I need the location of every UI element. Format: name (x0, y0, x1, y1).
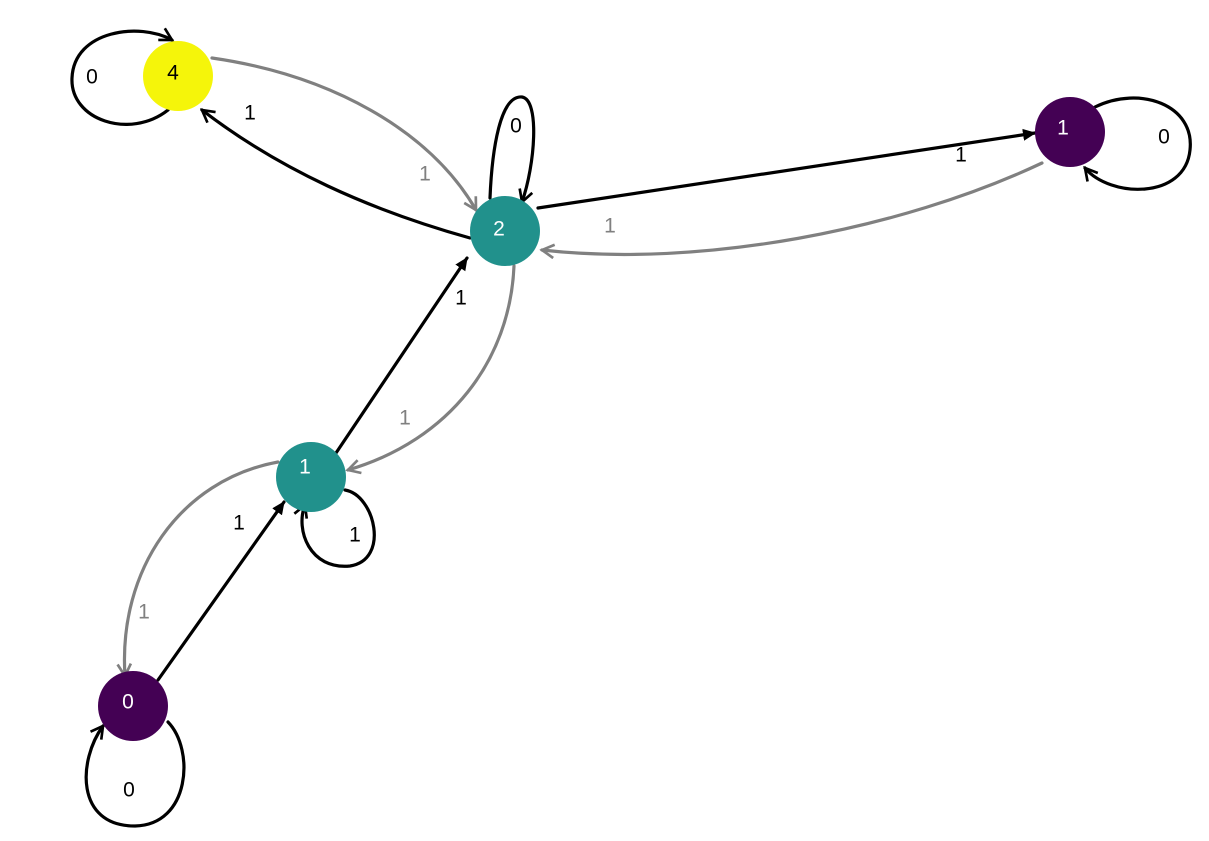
edge-n1m-n2 (334, 256, 469, 455)
edge-loop-n4 (70, 31, 172, 126)
edge-label-loop-n4: 0 (86, 66, 98, 89)
edge-label-n1r-n2: 1 (604, 215, 616, 238)
edge-label-n2-n1m: 1 (399, 407, 411, 430)
edge-n2-n1r (536, 128, 1037, 210)
edge-label-n1m-n2: 1 (455, 287, 467, 310)
node-0-label: 0 (122, 691, 134, 714)
edge-loop-n0 (84, 720, 186, 828)
edge-loop-n2 (488, 95, 536, 202)
edge-label-n4-n2: 1 (419, 163, 431, 186)
edge-n1r-n2 (542, 161, 1044, 254)
node-2-label: 2 (493, 218, 505, 241)
edge-n1m-n0 (124, 460, 280, 676)
edge-loop-n1m (302, 488, 376, 568)
node-1-middle-circle (276, 442, 346, 512)
node-1-right-label: 1 (1057, 117, 1069, 140)
node-1-right[interactable]: 1 (1035, 97, 1105, 167)
edge-label-n2-n4: 1 (244, 102, 256, 125)
node-0-circle (98, 671, 168, 741)
edge-n0-n1m (156, 500, 286, 682)
node-2[interactable]: 2 (470, 196, 540, 266)
edge-n4-n2 (210, 56, 478, 210)
node-4[interactable]: 4 (143, 41, 213, 111)
node-1-middle[interactable]: 1 (276, 442, 346, 512)
node-2-circle (470, 196, 540, 266)
node-4-label: 4 (167, 62, 179, 85)
node-1-middle-label: 1 (299, 456, 311, 479)
edge-n2-n1m (348, 264, 516, 470)
edge-n2-n4 (202, 110, 472, 240)
edge-loop-n1r (1085, 96, 1192, 191)
node-0[interactable]: 0 (98, 671, 168, 741)
node-1-right-circle (1035, 97, 1105, 167)
edge-label-loop-n1r: 0 (1158, 126, 1170, 149)
edge-label-loop-n2: 0 (510, 115, 522, 138)
edge-label-n2-n1r: 1 (955, 144, 967, 167)
node-4-circle (143, 41, 213, 111)
edge-label-loop-n0: 0 (123, 779, 135, 802)
edge-label-loop-n1m: 1 (349, 524, 361, 547)
edge-label-n0-n1m: 1 (233, 512, 245, 535)
edge-label-n1m-n0: 1 (138, 601, 150, 624)
